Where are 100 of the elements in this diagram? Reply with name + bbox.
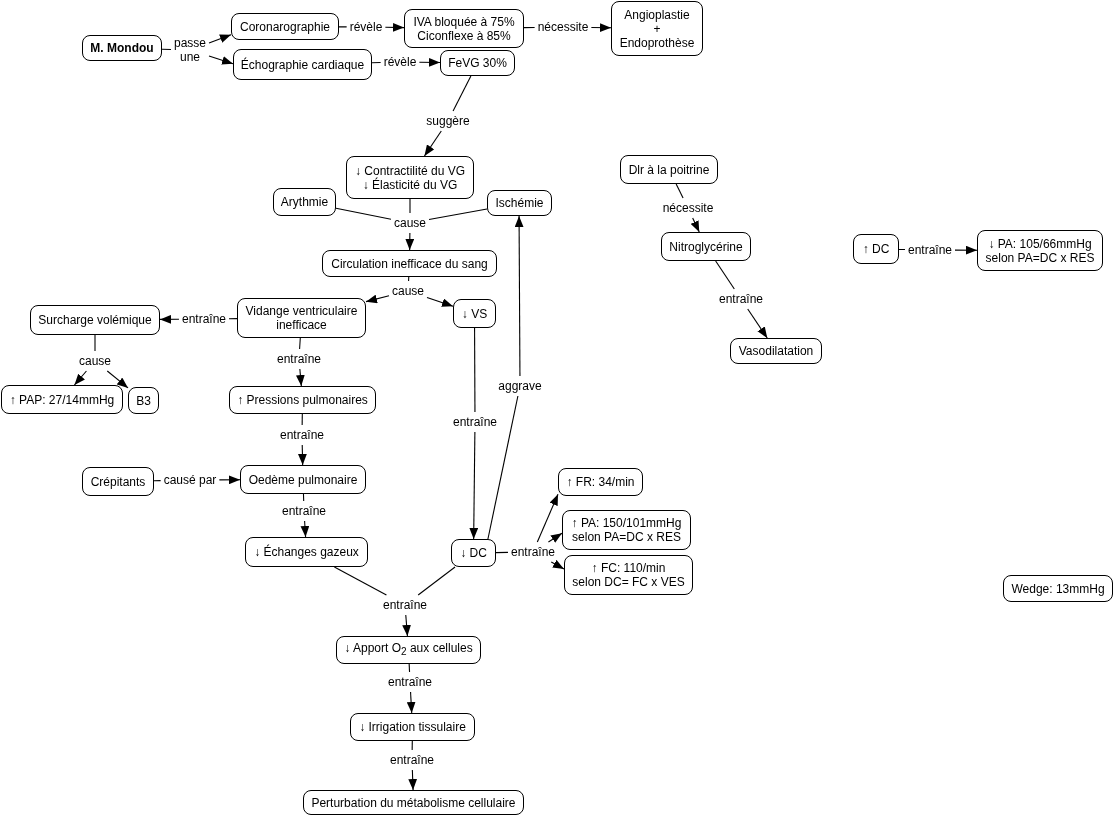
concept-label: ↓ PA: 105/66mmHg — [988, 236, 1092, 251]
concept-box — [128, 387, 159, 414]
concept-box — [558, 468, 643, 496]
linking-phrase: aggrave — [498, 379, 542, 393]
connector-line — [409, 198, 411, 214]
concept-label: Crépitants — [90, 474, 146, 489]
arrow — [218, 475, 241, 485]
linking-phrase: causé par — [163, 473, 217, 487]
arrow — [423, 130, 442, 157]
connector-line — [474, 327, 476, 413]
linking-phrase: cause — [79, 354, 111, 368]
linking-phrase: révèle — [383, 55, 417, 69]
linking-phrase: entraîne — [453, 415, 497, 429]
concept-box — [451, 539, 496, 567]
concept-box — [240, 465, 366, 494]
concept-label: Arythmie — [280, 195, 329, 209]
concept-box — [346, 156, 474, 199]
concept-box — [350, 713, 475, 741]
arrow — [208, 55, 234, 65]
connector-line — [487, 395, 519, 540]
arrow — [298, 444, 307, 466]
arrow — [300, 520, 310, 538]
arrow — [402, 614, 411, 637]
connector-line — [495, 551, 509, 554]
arrow — [418, 57, 441, 67]
arrow — [469, 431, 479, 540]
arrow — [384, 23, 405, 32]
concept-label: Perturbation du métabolisme cellulaire — [311, 795, 516, 810]
concept-box — [82, 467, 154, 496]
concept-label: ↑ FR: 34/min — [566, 475, 635, 489]
concept-label: Wedge: 13mmHg — [1011, 581, 1105, 596]
connector-line — [371, 61, 382, 64]
concept-label: Surcharge volémique — [38, 313, 152, 327]
concept-box — [237, 298, 366, 338]
arrow — [514, 215, 524, 377]
connector-line — [161, 48, 172, 50]
concept-box — [231, 13, 339, 40]
connector-line — [675, 183, 684, 199]
linking-phrase: entraîne — [908, 243, 952, 257]
concept-label: Vidange ventriculaire inefficace — [244, 304, 359, 332]
concept-box — [853, 234, 899, 264]
arrow — [106, 370, 129, 389]
linking-phrase: suggère — [426, 114, 470, 128]
arrow — [365, 294, 390, 304]
concept-label: ↑ DC — [862, 242, 890, 256]
concept-label: ↓ VS — [461, 306, 488, 321]
concept-label: Circulation inefficace du sang — [331, 256, 488, 271]
connector-line — [153, 480, 162, 482]
arrow — [954, 245, 978, 255]
arrow — [590, 23, 612, 32]
concept-label: M. Mondou — [90, 41, 154, 55]
connector-line — [523, 26, 536, 29]
linking-phrase: entraîne — [511, 545, 555, 559]
concept-label: Coronarographie — [239, 19, 331, 34]
linking-phrase: cause — [394, 216, 426, 230]
arrow — [690, 217, 700, 233]
connector-line — [715, 260, 735, 290]
arrow — [426, 296, 454, 307]
concept-box — [30, 305, 160, 335]
arrow — [408, 769, 418, 791]
concept-box — [229, 386, 376, 414]
concept-label: ↓ Échanges gazeux — [254, 545, 359, 559]
concept-box — [303, 790, 524, 815]
connector-line — [428, 208, 488, 221]
concept-label: IVA bloquée à 75% — [413, 14, 515, 29]
linking-phrase: entraîne — [182, 312, 226, 326]
connector-line — [333, 566, 387, 596]
arrow — [747, 308, 768, 339]
connector-line — [411, 740, 413, 751]
concept-box — [611, 1, 703, 56]
concept-label: selon PA=DC x RES — [572, 530, 681, 544]
concept-box — [453, 299, 496, 328]
concept-label: ↑ Pressions pulmonaires — [237, 393, 368, 407]
linking-phrase: révèle — [349, 20, 383, 34]
concept-label: selon DC= FC x VES — [572, 575, 685, 589]
concept-box — [564, 555, 693, 595]
concept-box — [273, 188, 336, 216]
concept-box — [440, 50, 515, 76]
arrow — [536, 493, 559, 543]
concept-label: Vasodilatation — [738, 344, 814, 358]
concept-label: ↑ PAP: 27/14mmHg — [9, 392, 115, 407]
linking-phrase: nécessite — [537, 20, 589, 34]
concept-label: Ischémie — [495, 196, 544, 210]
concept-label: Oedème pulmonaire — [248, 472, 358, 487]
concept-box — [245, 537, 368, 567]
arrow — [159, 314, 180, 324]
concept-label: ↑ PA: 150/101mmHg — [571, 516, 682, 530]
linking-phrase: entraîne — [280, 428, 324, 442]
linking-phrase: entraîne — [390, 753, 434, 767]
linking-phrase: entraîne — [282, 504, 326, 518]
connector-line — [408, 276, 410, 282]
concept-label: FeVG 30% — [448, 56, 507, 70]
connector-line — [302, 493, 305, 502]
concept-label: Échographie cardiaque — [240, 57, 365, 72]
linking-phrase: entraîne — [383, 598, 427, 612]
arrow — [550, 559, 565, 570]
concept-box — [487, 190, 552, 216]
arrow — [547, 532, 563, 543]
concept-label: Nitroglycérine — [669, 239, 743, 254]
linking-phrase: cause — [392, 284, 424, 298]
